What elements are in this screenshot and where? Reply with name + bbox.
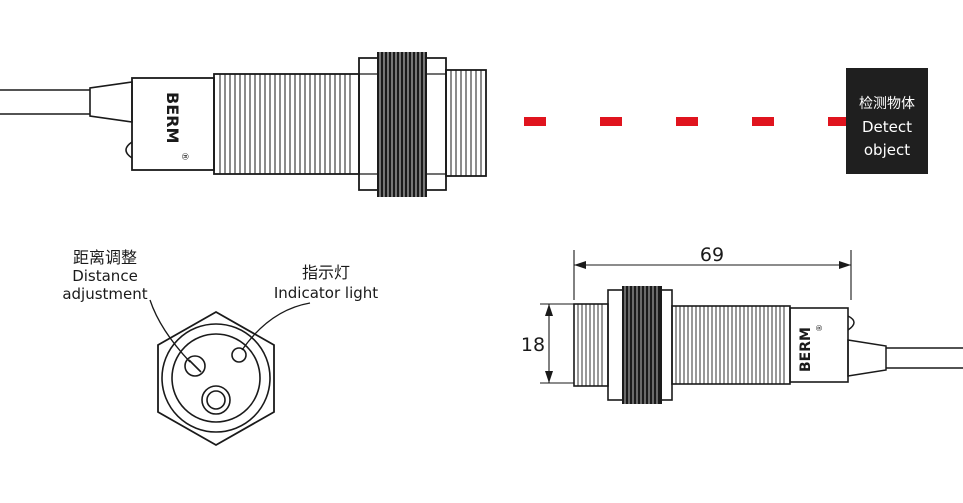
cable-port-inner [206, 390, 226, 410]
cable-port-outer [201, 385, 231, 415]
top-threaded-body [213, 73, 360, 175]
bottom-nut-texture [624, 286, 658, 404]
bottom-thread-lines [675, 306, 785, 384]
bottom-tail-bump [847, 315, 855, 331]
distance-adjust-leader [149, 299, 191, 363]
top-nut-face [377, 52, 427, 197]
diameter-dimension-value: 18 [521, 334, 545, 356]
length-dimension-value: 69 [700, 244, 724, 266]
top-brand-label: BERM [163, 92, 182, 143]
length-dimension [573, 250, 852, 300]
rear-outer-ring [161, 323, 271, 433]
top-registered-mark: ® [179, 152, 189, 161]
beam-segment [828, 117, 850, 126]
distance-adjust-slot [188, 359, 202, 373]
indicator-light-label-en: Indicator light [274, 284, 378, 302]
rear-inner-ring [171, 333, 261, 423]
indicator-light-label-cn: 指示灯 [302, 263, 350, 282]
beam-segment [676, 117, 698, 126]
detect-object-label-en-2: object [864, 141, 910, 159]
top-front-thread-lines [450, 70, 482, 176]
detect-object-label-cn: 检测物体 [859, 96, 915, 112]
distance-adjust-knob [184, 355, 206, 377]
bottom-front-thread [573, 303, 609, 387]
beam-segment [524, 117, 546, 126]
bottom-brand-label: BERM [798, 327, 814, 372]
bottom-cable-gland [847, 339, 887, 377]
top-cable [0, 81, 133, 123]
distance-adjust-label-en-2: adjustment [62, 285, 147, 303]
bottom-front-thread-lines [577, 304, 603, 386]
indicator-light-led [231, 347, 247, 363]
rear-hex-nut [157, 310, 275, 447]
top-sensor: BERM ® [0, 52, 487, 197]
bottom-nut-face [622, 286, 662, 404]
rear-view [149, 299, 311, 447]
diameter-dimension [540, 303, 574, 384]
detect-object-rect [846, 68, 928, 174]
detect-object-label-en-1: Detect [862, 118, 912, 136]
top-nut [358, 52, 447, 197]
beam-segment [752, 117, 774, 126]
bottom-registered-mark: ® [815, 324, 824, 332]
top-thread-lines [219, 74, 351, 174]
bottom-nut [607, 286, 673, 404]
indicator-light-leader [241, 302, 311, 351]
distance-adjust-label-en-1: Distance [72, 267, 138, 285]
top-nut-texture [379, 52, 425, 197]
top-tail-bump [125, 141, 133, 159]
detect-object-box: 检测物体 Detect object [846, 68, 928, 174]
detection-beam [524, 117, 850, 126]
beam-segment [600, 117, 622, 126]
bottom-sensor: BERM ® [573, 286, 963, 404]
distance-adjust-label-cn: 距离调整 [73, 248, 137, 267]
